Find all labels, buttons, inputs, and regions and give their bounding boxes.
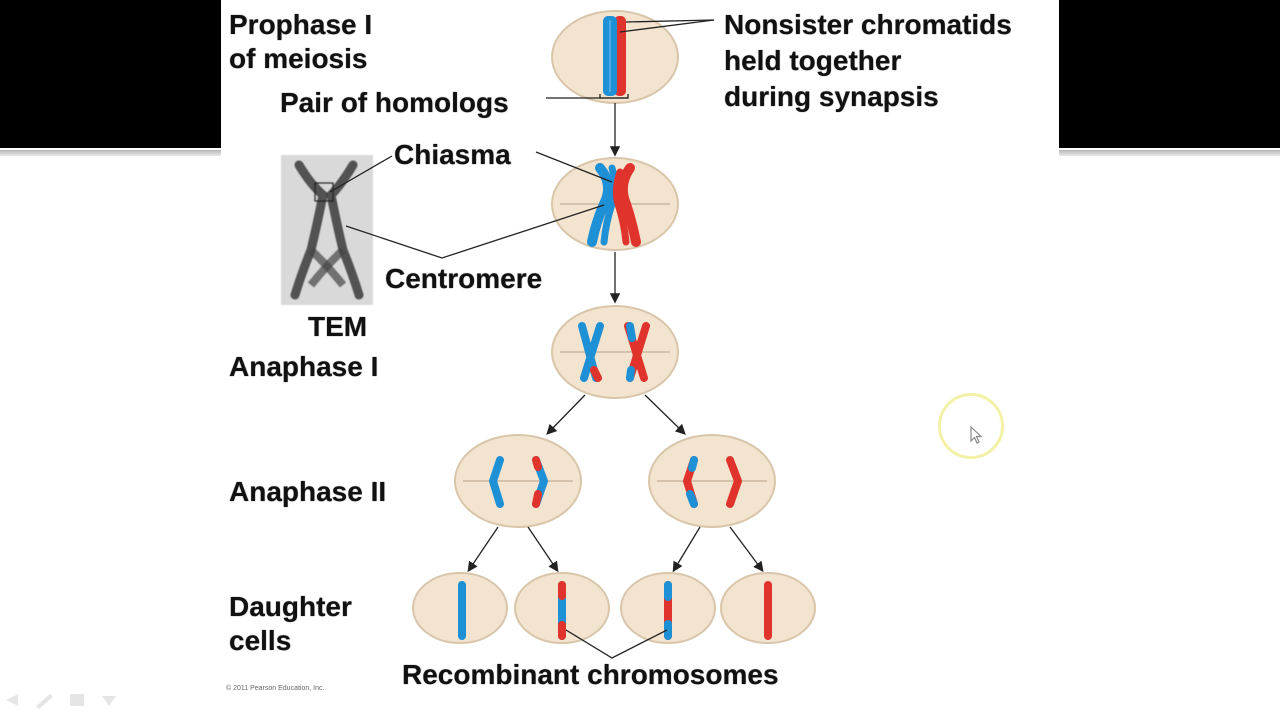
label-nonsister-1: Nonsister chromatids <box>724 9 1012 40</box>
label-prophase: Prophase I <box>229 8 372 42</box>
label-tem: TEM <box>308 311 368 342</box>
label-prophase-text: Prophase <box>229 9 365 40</box>
label-anaphase-2: Anaphase II <box>229 475 386 509</box>
previous-slide-icon[interactable] <box>6 694 18 706</box>
daughter-cell-4 <box>720 572 816 644</box>
label-of-meiosis: of meiosis <box>229 43 368 74</box>
label-cells: cells <box>229 625 292 656</box>
label-anaphase-1: Anaphase I <box>229 350 378 384</box>
label-centromere: Centromere <box>385 263 543 294</box>
slideshow-controls[interactable] <box>0 690 130 710</box>
label-anaphase-1-text: Anaphase <box>229 351 371 382</box>
mouse-pointer-icon <box>970 426 983 444</box>
slides-menu-icon[interactable] <box>70 694 84 706</box>
flow-arrows <box>467 103 764 573</box>
daughter-cell-3 <box>620 572 716 644</box>
anaphase2-cell-left <box>454 434 582 528</box>
next-slide-icon[interactable] <box>102 696 116 706</box>
label-anaphase-1-roman: I <box>370 351 379 382</box>
label-prophase-roman: I <box>364 9 373 40</box>
cursor-highlight-ring <box>938 393 1004 459</box>
label-anaphase-2-roman: II <box>370 476 387 507</box>
label-pair-of-homologs: Pair of homologs <box>280 87 509 118</box>
pen-icon[interactable] <box>36 694 53 709</box>
label-daughter: Daughter <box>229 591 352 622</box>
label-anaphase-2-text: Anaphase <box>229 476 371 507</box>
anaphase1-cell <box>551 305 679 399</box>
copyright-notice: © 2011 Pearson Education, Inc. <box>226 685 325 692</box>
daughter-cell-2 <box>514 572 610 644</box>
callout-lines <box>329 19 715 659</box>
chiasma-cell <box>551 157 679 251</box>
anaphase2-cell-right <box>648 434 776 528</box>
label-recombinant-chromosomes: Recombinant chromosomes <box>402 659 779 690</box>
label-chiasma: Chiasma <box>394 139 511 170</box>
daughter-cell-1 <box>412 572 508 644</box>
prophase-cell <box>551 10 679 104</box>
label-nonsister-2: held together <box>724 45 902 76</box>
label-nonsister-3: during synapsis <box>724 81 939 112</box>
